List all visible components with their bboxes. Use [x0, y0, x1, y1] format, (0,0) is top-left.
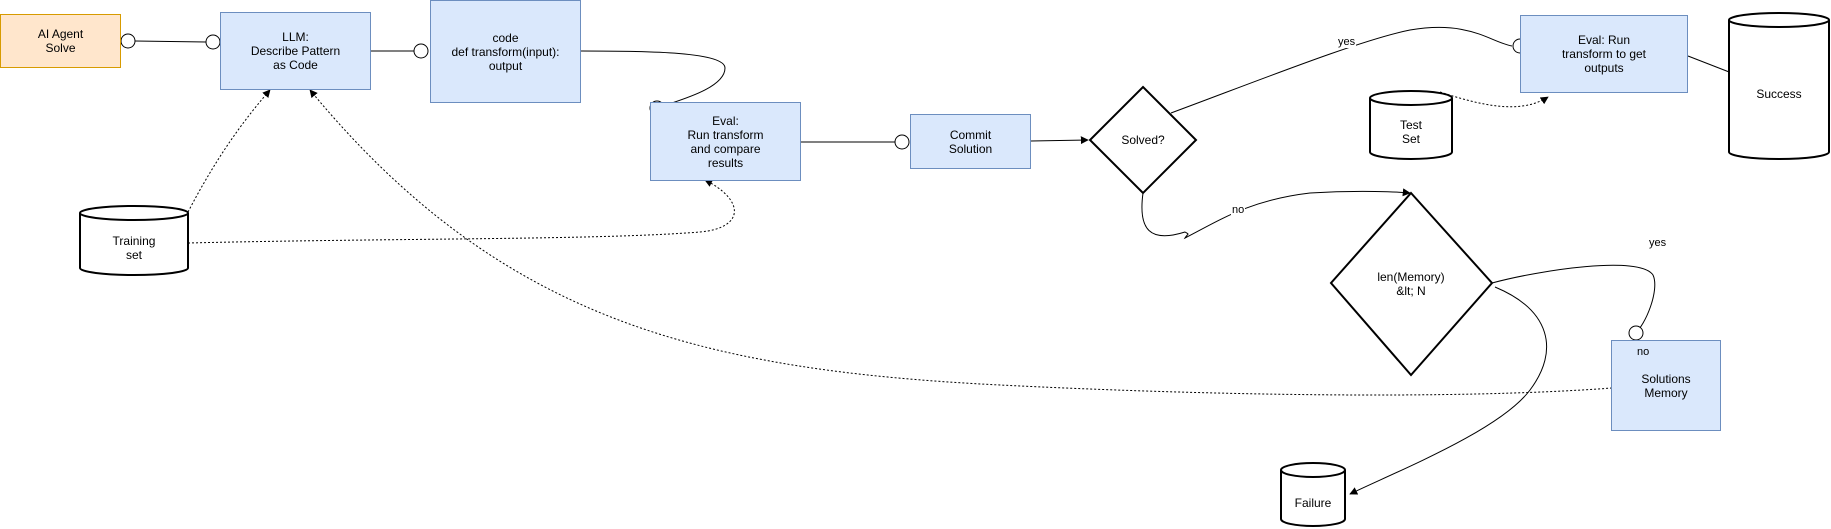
edge-code-eval [580, 50, 726, 107]
edge-label-solved-no: no [1231, 204, 1246, 216]
node-text-line: Eval: [712, 113, 739, 128]
eval-training-node: Eval: Run transform and compare results [650, 102, 801, 181]
node-text-line: output [488, 58, 523, 73]
node-text-line: Solution [948, 141, 993, 156]
port-agent [120, 33, 136, 49]
test-set-label: Test Set [1372, 118, 1450, 146]
node-text-line: Success [1756, 87, 1802, 101]
node-text-line: Commit [949, 127, 992, 142]
port-commit-in [894, 134, 910, 150]
node-text-line: set [125, 248, 142, 262]
port-llm-in [205, 34, 221, 50]
node-text-line: Run transform [687, 127, 764, 142]
training-set-label: Training set [84, 234, 184, 262]
success-label: Success [1731, 87, 1827, 101]
commit-solution-node: Commit Solution [910, 114, 1031, 169]
failure-cylinder [1280, 462, 1346, 527]
node-text-line: Describe Pattern [250, 44, 341, 58]
node-text-line: results [707, 155, 744, 170]
node-text-line: AI Agent [37, 27, 84, 41]
node-text-line: Memory [1644, 385, 1688, 400]
test-set-cylinder [1369, 90, 1453, 160]
success-cylinder [1728, 12, 1830, 160]
edge-label-memory-yes: yes [1648, 237, 1668, 249]
node-text-line: Solved? [1121, 133, 1165, 147]
edge-label-memory-no: no [1637, 346, 1650, 358]
node-text-line: and compare [690, 141, 761, 156]
eval-test-node: Eval: Run transform to get outputs [1520, 15, 1688, 93]
edge-training-llm [187, 89, 271, 213]
training-set-cylinder [79, 205, 189, 276]
solved-diamond [1088, 85, 1198, 195]
memory-check-label: len(Memory) &lt; N [1346, 270, 1476, 298]
ai-agent-solve-node: AI Agent Solve [0, 14, 121, 68]
node-text-line: Eval: Run [1577, 33, 1631, 47]
node-text-line: Solutions [1641, 371, 1691, 386]
edge-testset-evaltest [1439, 91, 1549, 108]
solutions-memory-node: Solutions Memory [1611, 340, 1721, 431]
node-text-line: Solve [45, 41, 76, 55]
node-text-line: code [492, 30, 519, 45]
failure-label: Failure [1283, 496, 1343, 510]
node-text-line: outputs [1584, 61, 1624, 75]
node-text-line: LLM: [282, 30, 309, 44]
edge-training-eval [187, 179, 735, 244]
solved-label: Solved? [1098, 133, 1188, 147]
node-text-line: len(Memory) [1377, 270, 1445, 284]
port-code-in [413, 43, 429, 59]
edge-memory-yes [1491, 264, 1656, 334]
node-text-line: Training [112, 234, 156, 248]
node-text-line: transform to get [1561, 47, 1647, 61]
memory-check-diamond [1329, 191, 1494, 377]
node-text-line: def transform(input): [451, 44, 560, 59]
edge-solved-yes [1170, 26, 1513, 114]
node-text-line: as Code [273, 58, 318, 72]
code-node: code def transform(input): output [430, 0, 581, 103]
node-text-line: Test [1399, 118, 1422, 132]
port-memory-in [1628, 325, 1644, 341]
llm-node: LLM: Describe Pattern as Code [220, 12, 371, 90]
edge-label-solved-yes: yes [1337, 36, 1357, 48]
node-text-line: &lt; N [1396, 284, 1426, 298]
node-text-line: Set [1401, 132, 1420, 146]
edge-commit-solved [1030, 136, 1089, 145]
edge-agent-llm [134, 40, 207, 43]
edge-memory-failure [1349, 286, 1548, 495]
node-text-line: Failure [1294, 496, 1332, 510]
edge-solved-no [1141, 188, 1411, 240]
